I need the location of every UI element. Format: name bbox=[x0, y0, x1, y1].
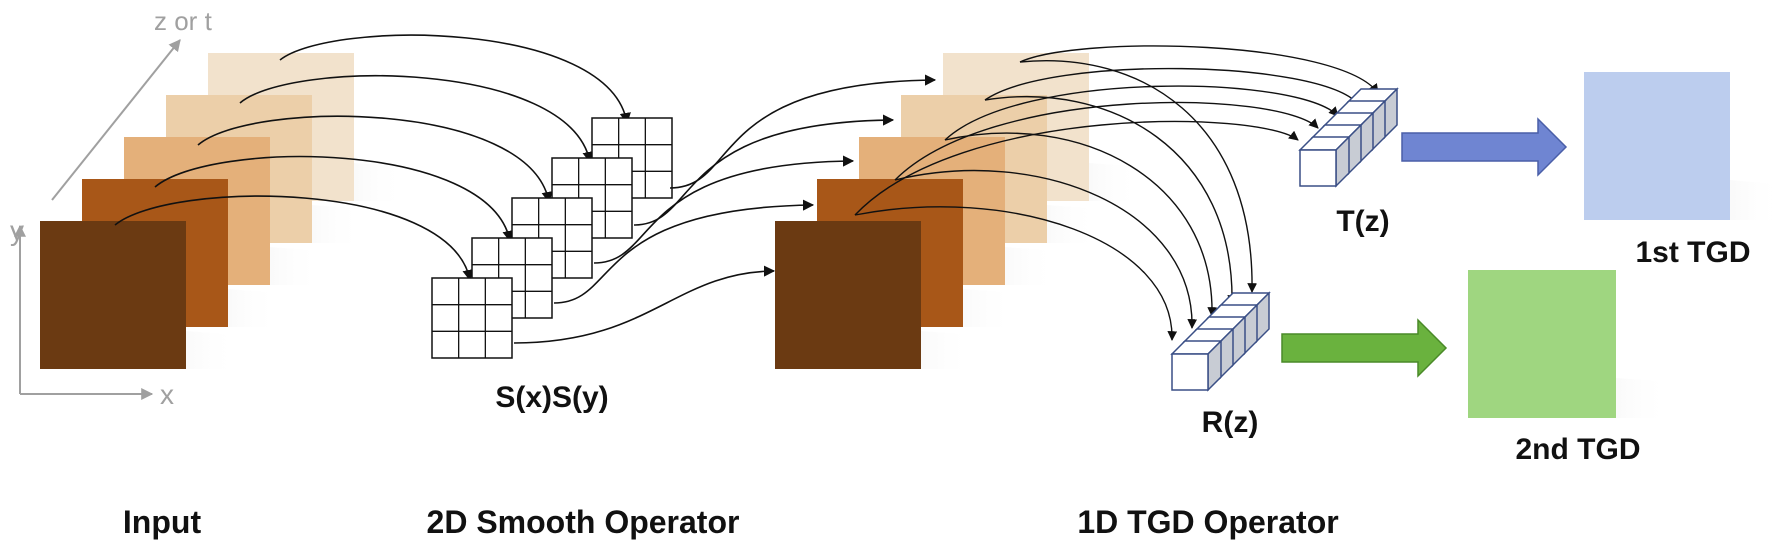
smoothed-frame-1 bbox=[775, 221, 921, 369]
input-frame-stack bbox=[40, 53, 406, 369]
t-kernel-cube-1 bbox=[1298, 135, 1351, 188]
arrow-r-cell3 bbox=[944, 132, 1218, 317]
arrow-frame2-to-grid4 bbox=[154, 155, 514, 243]
first-tgd-label: 1st TGD bbox=[1635, 236, 1750, 269]
arrow-frame1-to-grid5 bbox=[114, 195, 474, 282]
arrow-r-cell2 bbox=[894, 169, 1198, 329]
grid-border bbox=[431, 277, 513, 359]
cube-front bbox=[1299, 149, 1337, 187]
smooth-grid-1 bbox=[431, 277, 513, 359]
cube-front bbox=[1171, 353, 1209, 391]
arrow-grid4-to-frame2 bbox=[553, 199, 815, 304]
tgd-r-arrows bbox=[854, 60, 1258, 341]
smoothed-frame-stack bbox=[775, 53, 1141, 369]
z-axis-line bbox=[51, 39, 181, 201]
arrow-frame3-to-grid3 bbox=[197, 115, 553, 204]
arrow-r-cell5 bbox=[1019, 60, 1258, 293]
x-axis-label: x bbox=[160, 379, 174, 410]
section-tgd-label: 1D TGD Operator bbox=[1077, 504, 1338, 540]
arrow-frame4-to-grid2 bbox=[239, 75, 594, 164]
arrow-grid5-to-frame1 bbox=[513, 265, 776, 344]
arrow-t-cell1 bbox=[854, 120, 1299, 216]
arrow-r-cell4 bbox=[984, 96, 1238, 305]
second-tgd-arrow bbox=[1281, 318, 1448, 378]
arrow-r-cell1 bbox=[854, 206, 1178, 341]
smooth-output-arrows bbox=[513, 74, 937, 344]
arrow-t-cell4 bbox=[984, 67, 1359, 105]
t-z-label: T(z) bbox=[1336, 205, 1389, 238]
r-z-kernel bbox=[1170, 291, 1271, 392]
input-axes: z or t y x bbox=[10, 6, 213, 410]
smooth-output-label: S(x)S(y) bbox=[495, 381, 608, 414]
arrow-grid1-to-frame5 bbox=[669, 74, 937, 189]
y-axis-label: y bbox=[10, 215, 24, 246]
second-tgd-output bbox=[1468, 270, 1616, 418]
arrow-t-cell3 bbox=[944, 85, 1339, 141]
arrow-t-cell5 bbox=[1019, 45, 1379, 94]
first-tgd-output bbox=[1584, 72, 1730, 220]
section-input-label: Input bbox=[123, 504, 202, 540]
arrow-frame5-to-grid1 bbox=[279, 34, 631, 125]
smooth-kernel-grids bbox=[431, 117, 673, 359]
r-kernel-cube-1 bbox=[1170, 339, 1223, 392]
arrow-grid3-to-frame3 bbox=[593, 155, 855, 264]
section-smooth-label: 2D Smooth Operator bbox=[427, 504, 740, 540]
second-tgd-label: 2nd TGD bbox=[1516, 433, 1641, 466]
input-frame-1 bbox=[40, 221, 186, 369]
first-tgd-arrow bbox=[1401, 117, 1568, 177]
arrow-t-cell2 bbox=[894, 101, 1319, 181]
z-axis-label: z or t bbox=[154, 6, 213, 36]
smooth-input-arrows bbox=[114, 34, 631, 282]
t-z-kernel bbox=[1298, 87, 1399, 188]
r-z-label: R(z) bbox=[1202, 406, 1259, 439]
tgd-t-arrows bbox=[854, 45, 1379, 216]
